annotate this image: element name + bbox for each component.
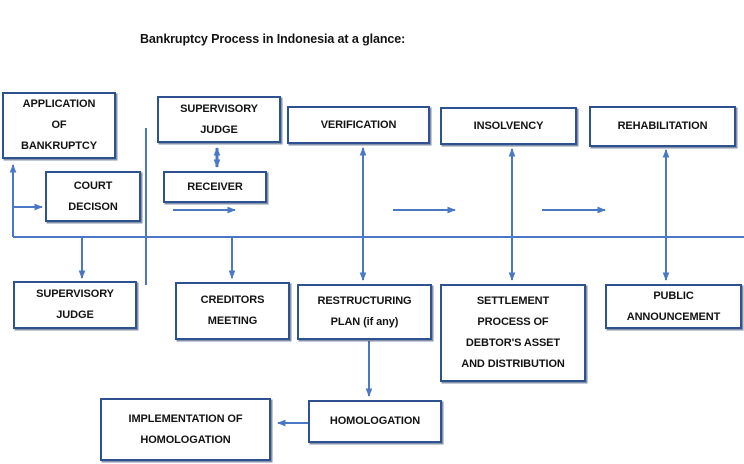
box-supervisory-judge-bottom: SUPERVISORY JUDGE [13,281,137,329]
box-homologation: HOMOLOGATION [308,400,442,443]
box-label: COURT DECISON [68,179,118,213]
box-label: RECEIVER [187,180,243,193]
box-label: REHABILITATION [617,120,708,132]
box-settlement-process: SETTLEMENT PROCESS OF DEBTOR'S ASSET AND… [440,284,586,382]
box-implementation-of-homologation: IMPLEMENTATION OF HOMOLOGATION [100,398,271,461]
box-label: HOMOLOGATION [329,415,421,427]
box-court-decison: COURT DECISON [45,171,141,222]
diagram-title: Bankruptcy Process in Indonesia at a gla… [140,32,406,46]
box-label: SUPERVISORY JUDGE [180,102,258,136]
box-insolvency: INSOLVENCY [440,107,577,145]
box-label: INSOLVENCY [473,119,544,132]
box-label: CREDITORS MEETING [200,294,265,327]
box-supervisory-judge-top: SUPERVISORY JUDGE [157,96,281,143]
box-rehabilitation: REHABILITATION [589,106,736,147]
box-label: APPLICATION OF BANKRUPTCY [20,98,97,152]
box-public-announcement: PUBLIC ANNOUNCEMENT [605,284,742,329]
box-restructuring-plan: RESTRUCTURING PLAN (if any) [297,284,432,340]
box-label: SUPERVISORY JUDGE [36,288,114,321]
box-receiver: RECEIVER [163,171,267,203]
box-creditors-meeting: CREDITORS MEETING [175,282,290,340]
box-label: IMPLEMENTATION OF HOMOLOGATION [128,412,243,446]
box-application-of-bankruptcy: APPLICATION OF BANKRUPTCY [2,92,116,159]
box-verification: VERIFICATION [287,106,430,144]
box-label: RESTRUCTURING PLAN (if any) [317,295,412,328]
box-label: SETTLEMENT PROCESS OF DEBTOR'S ASSET AND… [461,295,565,370]
box-label: VERIFICATION [320,118,397,131]
box-label: PUBLIC ANNOUNCEMENT [626,289,721,323]
